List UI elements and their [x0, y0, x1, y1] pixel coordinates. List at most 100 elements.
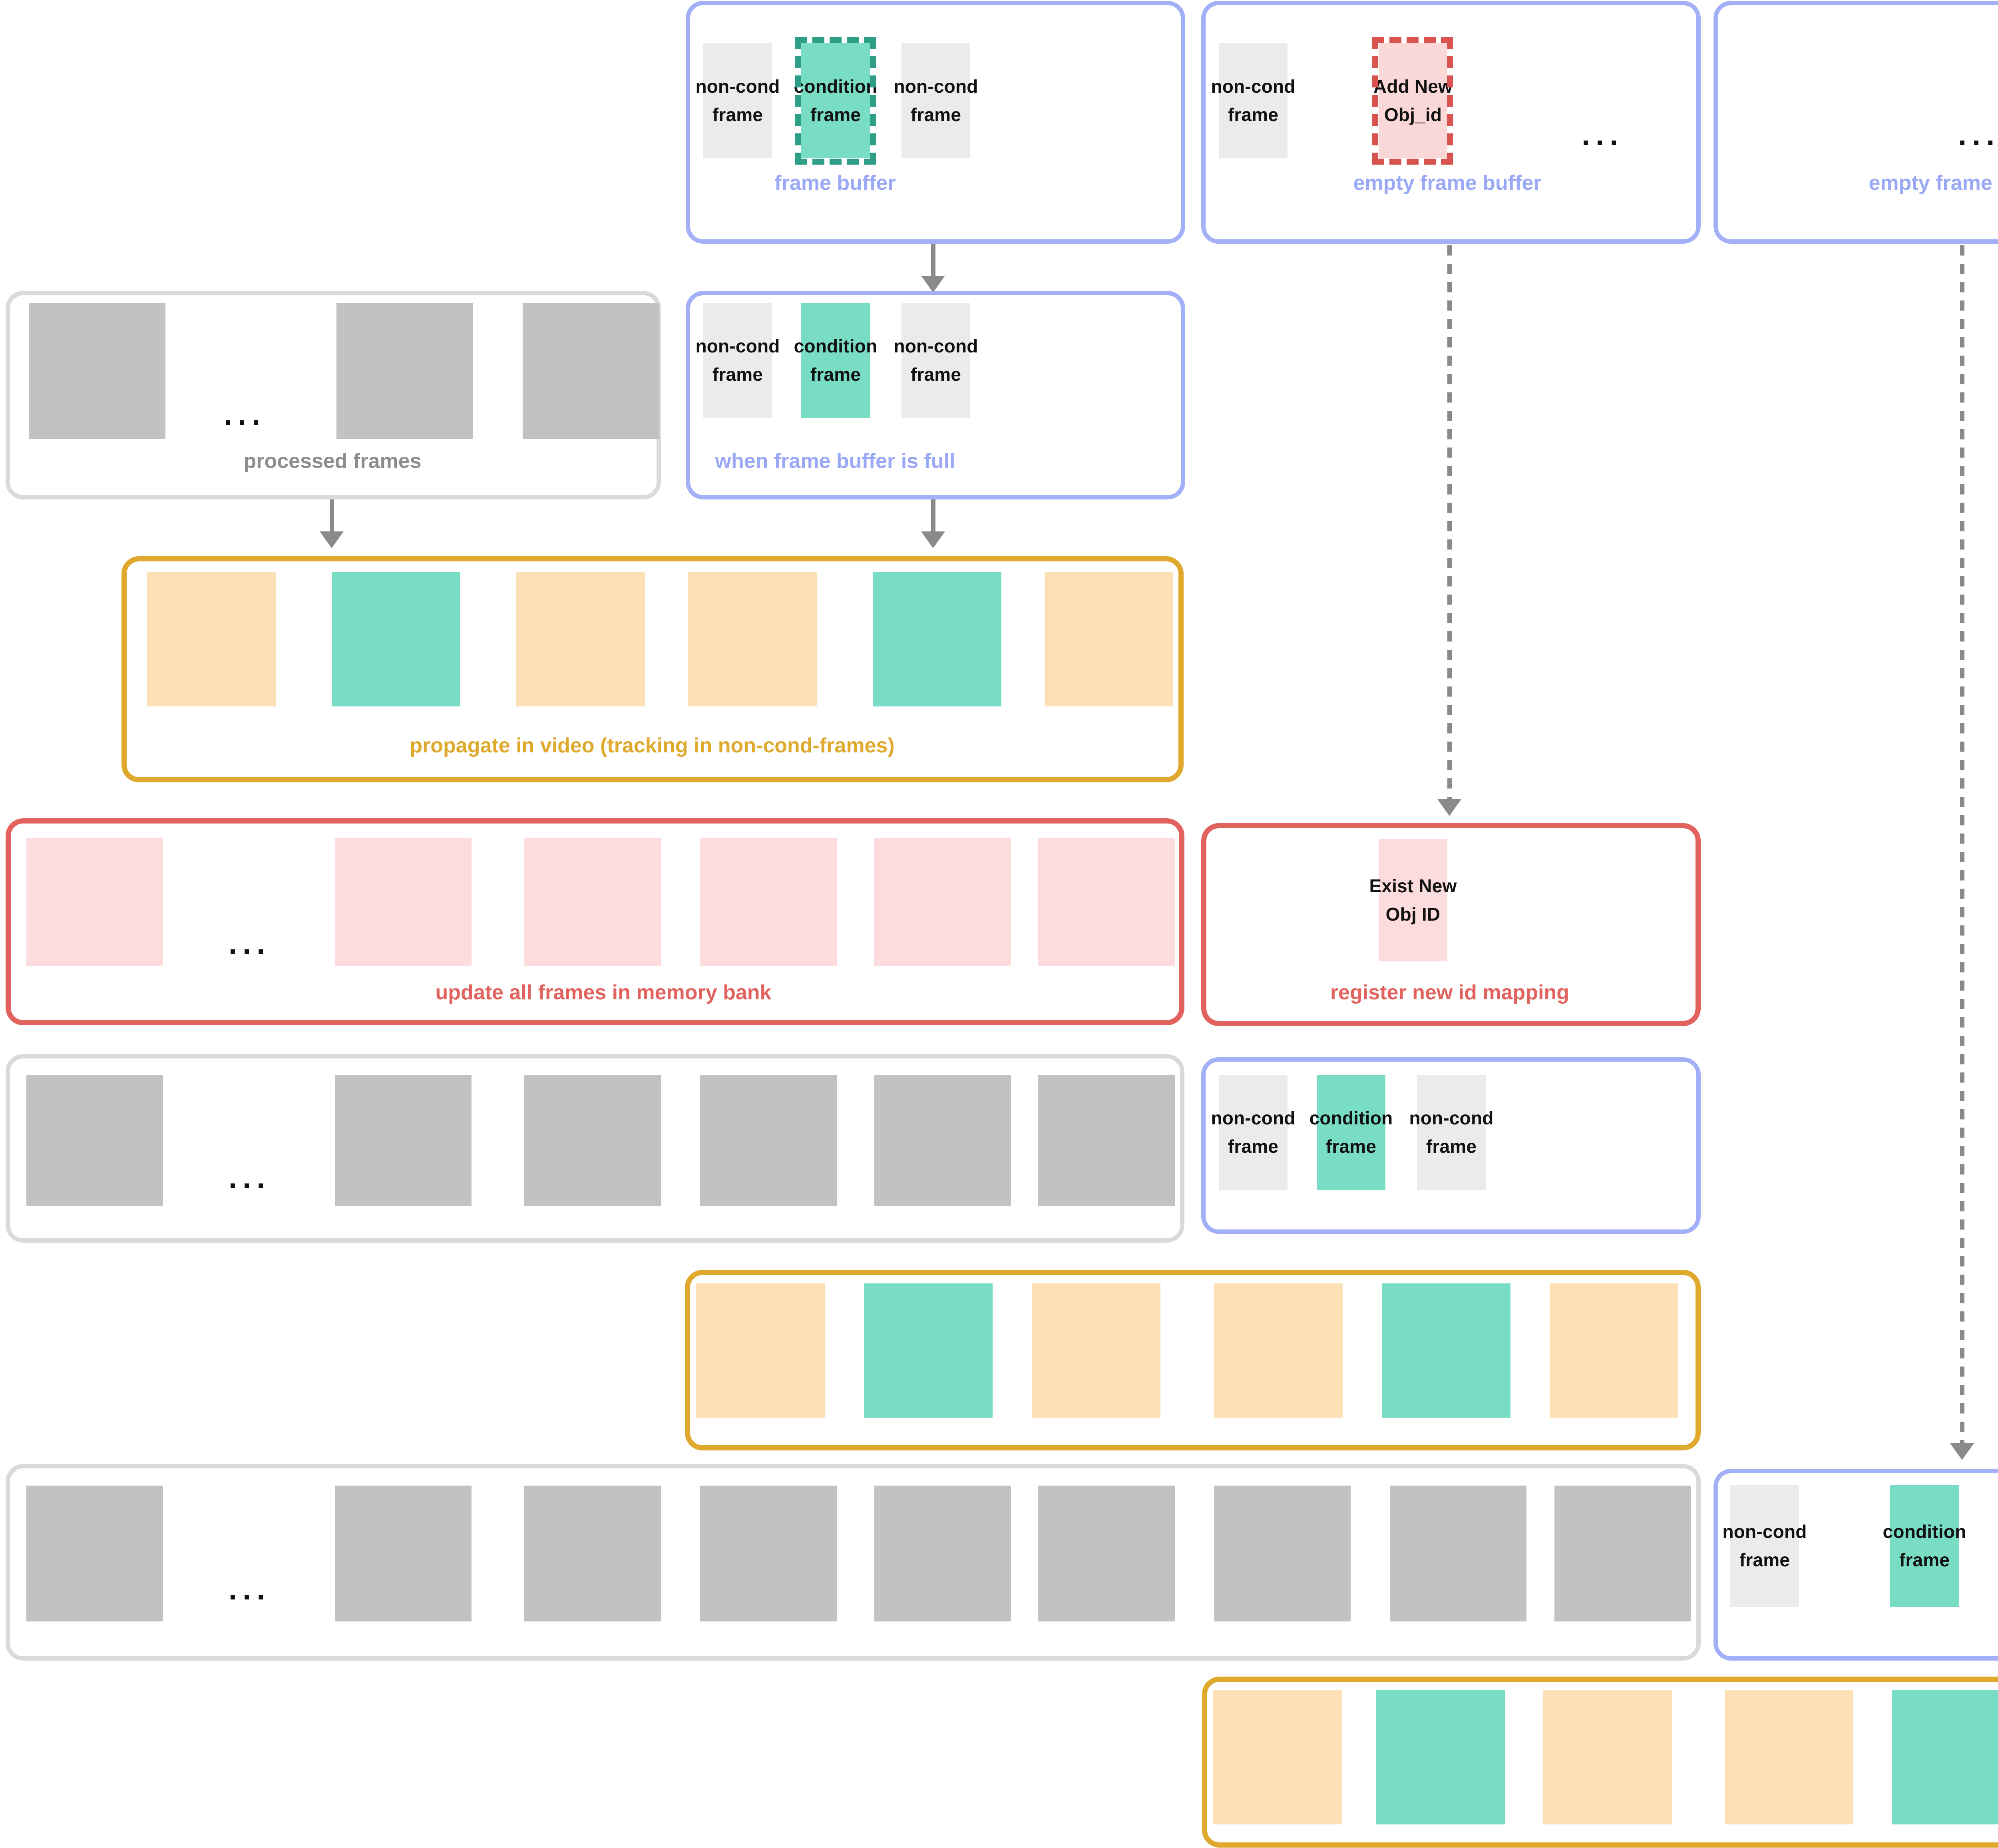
- panel-register-new-id-mapping: [1201, 823, 1701, 1026]
- chip-non-cond-frame: non-cond frame: [894, 303, 978, 418]
- chip-condition-frame: condition frame: [794, 43, 877, 158]
- chip-condition-frame-propagated: [1892, 1690, 1998, 1824]
- chip-memory-frame: [26, 838, 163, 966]
- connector-line: [330, 499, 334, 535]
- chip-memory-frame: [524, 838, 661, 966]
- chip-line-2: frame: [712, 364, 763, 385]
- chip-line-1: non-cond: [894, 335, 978, 356]
- chip-line-2: frame: [1426, 1136, 1477, 1157]
- chip-exist-new-obj-id: Exist New Obj ID: [1369, 839, 1457, 961]
- chip-line-2: frame: [712, 104, 763, 125]
- chip-line-1: condition: [1309, 1107, 1393, 1128]
- chip-processed-frame: [523, 303, 659, 439]
- chip-non-cond-frame-propagated: [147, 572, 276, 706]
- chip-non-cond-frame-propagated: [1213, 1690, 1342, 1824]
- chip-processed-frame: [26, 1486, 163, 1621]
- chip-line-1: condition: [1883, 1521, 1966, 1542]
- chip-condition-frame: condition frame: [794, 303, 877, 418]
- chip-non-cond-frame-propagated: [1032, 1283, 1160, 1418]
- chip-memory-frame: [874, 838, 1011, 966]
- chip-non-cond-frame-propagated: [688, 572, 817, 706]
- chip-line-2: frame: [1739, 1550, 1790, 1570]
- chip-processed-frame: [524, 1486, 661, 1621]
- chip-processed-frame: [700, 1486, 837, 1621]
- chip-processed-frame: [874, 1075, 1011, 1206]
- chip-add-new-obj-id: Add New Obj_id: [1373, 43, 1453, 158]
- connector-arrowhead-icon: [921, 276, 945, 292]
- caption-register-new-id-mapping: register new id mapping: [1330, 981, 1570, 1004]
- chip-line-1: condition: [794, 335, 878, 356]
- connector-dashed-line: [1447, 245, 1452, 801]
- chip-non-cond-frame-propagated: [516, 572, 645, 706]
- chip-condition-frame-propagated: [332, 572, 460, 706]
- ellipsis-indicator: ...: [229, 1161, 271, 1195]
- connector-arrowhead-icon: [1437, 799, 1461, 816]
- chip-memory-frame: [1038, 838, 1175, 966]
- chip-line-1: condition: [794, 76, 878, 97]
- chip-non-cond-frame: non-cond frame: [1211, 43, 1295, 158]
- caption-processed-frames: processed frames: [243, 450, 422, 473]
- chip-processed-frame: [336, 303, 473, 439]
- chip-processed-frame: [700, 1075, 837, 1206]
- connector-line: [931, 244, 935, 279]
- chip-non-cond-frame: non-cond frame: [695, 303, 780, 418]
- chip-line-1: non-cond: [1409, 1107, 1494, 1128]
- chip-processed-frame: [1214, 1486, 1351, 1621]
- chip-non-cond-frame-propagated: [1725, 1690, 1853, 1824]
- ellipsis-indicator: ...: [1582, 118, 1624, 152]
- caption-frame-buffer: frame buffer: [774, 171, 896, 195]
- connector-arrowhead-icon: [921, 531, 945, 548]
- chip-line-2: frame: [910, 104, 961, 125]
- chip-non-cond-frame-propagated: [1045, 572, 1173, 706]
- connector-arrowhead-icon: [1950, 1443, 1974, 1460]
- chip-processed-frame: [1554, 1486, 1691, 1621]
- connector-line: [931, 499, 935, 535]
- panel-empty-frame-buffer-b: [1713, 1, 1998, 244]
- chip-non-cond-frame-propagated: [1543, 1690, 1672, 1824]
- ellipsis-indicator: ...: [1958, 118, 1998, 152]
- chip-line-2: frame: [810, 104, 861, 125]
- chip-line-2: frame: [1899, 1550, 1950, 1570]
- chip-condition-frame: condition frame: [1309, 1075, 1393, 1190]
- chip-memory-frame: [700, 838, 837, 966]
- caption-empty-frame-buffer-a: empty frame buffer: [1353, 171, 1542, 195]
- chip-line-2: frame: [1228, 1136, 1279, 1157]
- chip-line-1: non-cond: [1211, 76, 1296, 97]
- caption-when-frame-buffer-is-full: when frame buffer is full: [715, 450, 955, 473]
- chip-non-cond-frame-propagated: [1214, 1283, 1343, 1418]
- chip-condition-frame: condition frame: [1883, 1485, 1966, 1607]
- chip-line-1: non-cond: [1722, 1521, 1807, 1542]
- chip-non-cond-frame-propagated: [1550, 1283, 1678, 1418]
- chip-processed-frame: [1390, 1486, 1526, 1621]
- ellipsis-indicator: ...: [229, 927, 271, 961]
- chip-line-2: Obj ID: [1385, 904, 1441, 925]
- ellipsis-indicator: ...: [229, 1572, 271, 1606]
- chip-line-1: non-cond: [1211, 1107, 1296, 1128]
- chip-line-2: frame: [810, 364, 861, 385]
- chip-line-2: frame: [910, 364, 961, 385]
- chip-line-1: non-cond: [894, 76, 978, 97]
- chip-line-2: frame: [1325, 1136, 1377, 1157]
- chip-processed-frame: [26, 1075, 163, 1206]
- chip-processed-frame: [524, 1075, 661, 1206]
- chip-condition-frame-propagated: [1382, 1283, 1510, 1418]
- chip-memory-frame: [335, 838, 472, 966]
- connector-dashed-line: [1960, 245, 1964, 1445]
- ellipsis-indicator: ...: [224, 398, 266, 432]
- connector-arrowhead-icon: [320, 531, 344, 548]
- chip-line-2: frame: [1228, 104, 1279, 125]
- chip-processed-frame: [335, 1075, 472, 1206]
- chip-line-1: non-cond: [695, 76, 780, 97]
- chip-non-cond-frame-propagated: [696, 1283, 825, 1418]
- chip-condition-frame-propagated: [1376, 1690, 1505, 1824]
- chip-processed-frame: [1038, 1075, 1175, 1206]
- panel-propagate-in-video-2: [685, 1270, 1701, 1450]
- panel-propagate-in-video: [121, 556, 1184, 782]
- chip-non-cond-frame: non-cond frame: [695, 43, 780, 158]
- caption-empty-frame-buffer-b: empty frame buffer: [1869, 171, 1998, 195]
- caption-propagate-in-video: propagate in video (tracking in non-cond…: [410, 734, 895, 757]
- chip-non-cond-frame: non-cond frame: [1409, 1075, 1493, 1190]
- caption-update-all-frames: update all frames in memory bank: [435, 981, 772, 1004]
- chip-processed-frame: [874, 1486, 1011, 1621]
